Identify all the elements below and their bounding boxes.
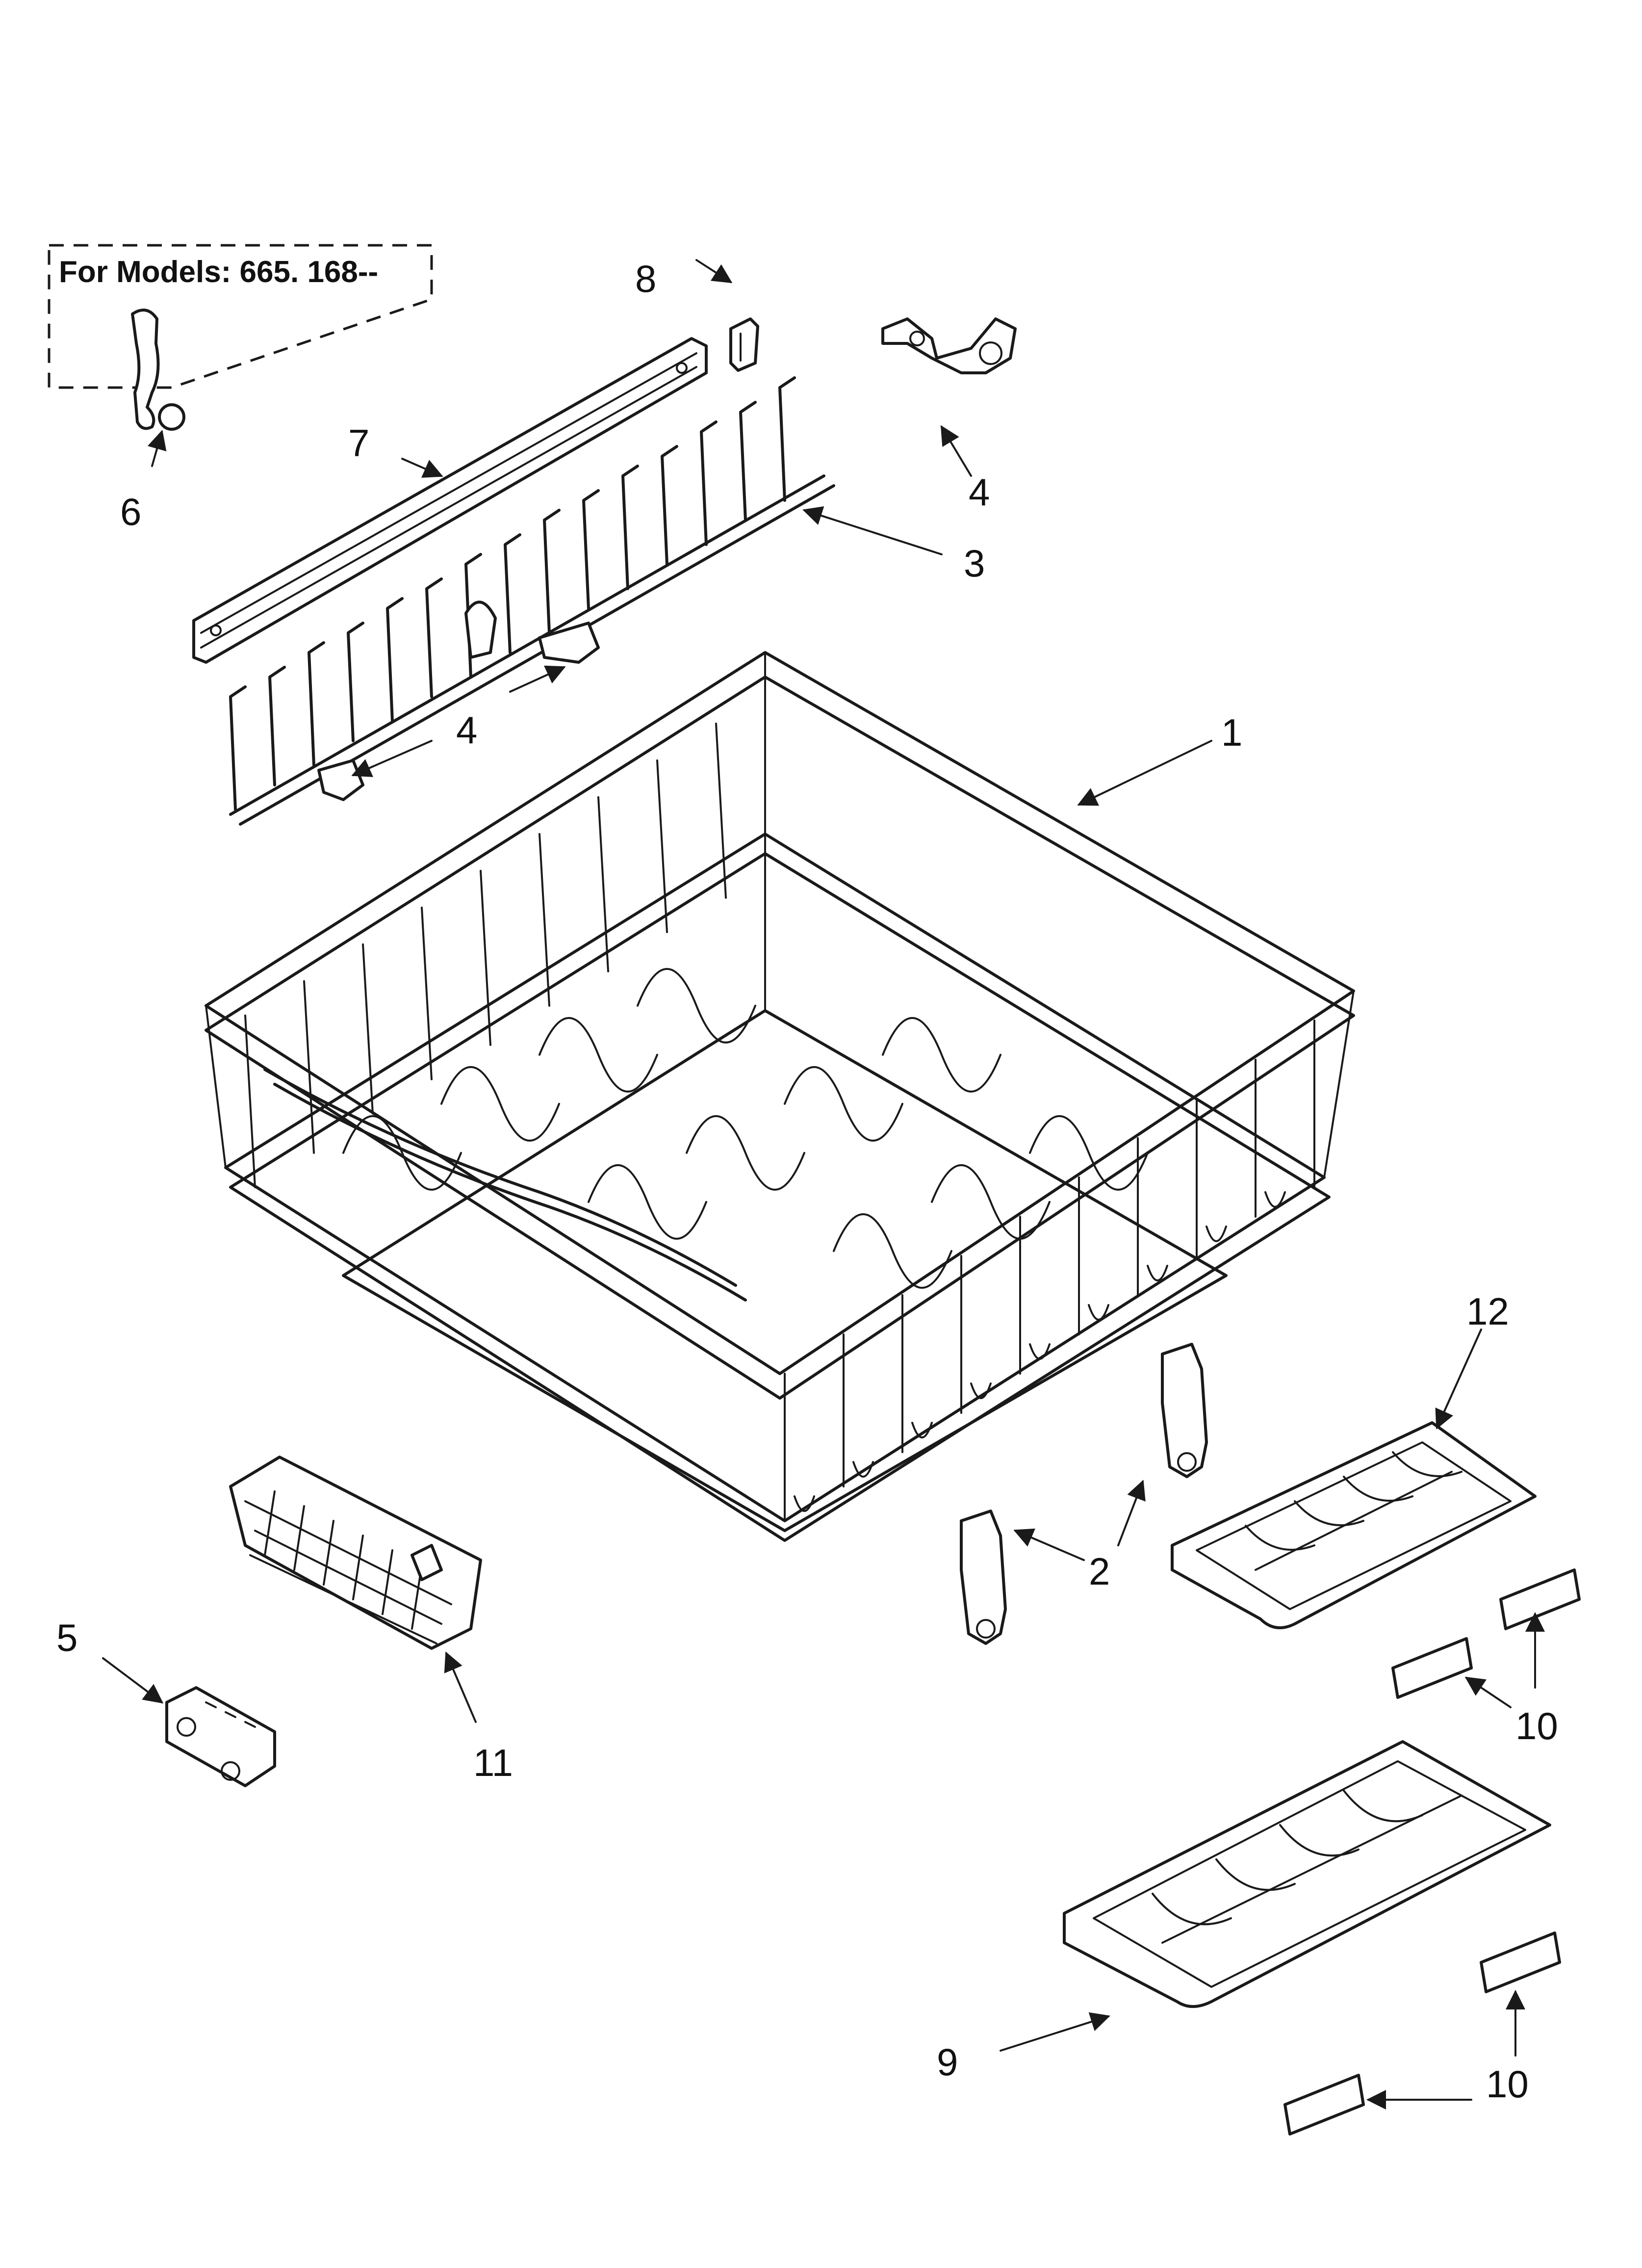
callout-9: 9 [937, 2040, 958, 2084]
callout-12: 12 [1466, 1290, 1509, 1333]
tray-9-ribs [1152, 1790, 1462, 1944]
callout-6: 6 [120, 490, 141, 533]
clips-part-10 [1283, 1568, 1581, 2136]
callout-10-lower: 10 [1486, 2062, 1529, 2106]
callout-4-top: 4 [969, 470, 990, 514]
tine-row-part [229, 376, 835, 826]
tray-12-ribs [1245, 1451, 1462, 1571]
tray-part-9 [1063, 1740, 1551, 2008]
tines [229, 376, 796, 811]
leader-arrows [102, 259, 1545, 2110]
callout-7: 7 [348, 421, 369, 465]
clip-part-5 [165, 1686, 276, 1787]
inset-latch-part [131, 309, 185, 431]
rack-front-verticals [244, 723, 1315, 1522]
callout-2: 2 [1089, 1550, 1110, 1593]
basket-grid [249, 1490, 442, 1644]
adjuster-part-2 [960, 1343, 1208, 1645]
rack-inner-tines [342, 968, 1149, 1289]
models-note-label: For Models: 665. 168-- [59, 255, 378, 289]
callout-3: 3 [964, 542, 985, 585]
basket-part-11 [229, 1456, 482, 1650]
bracket-part-4 [881, 317, 1017, 374]
upper-rack-part [205, 651, 1355, 1542]
callout-11: 11 [473, 1741, 513, 1784]
tray-part-12 [1171, 1421, 1537, 1629]
callout-1: 1 [1221, 711, 1242, 754]
clip-part-8 [729, 317, 759, 372]
callout-8: 8 [635, 257, 656, 300]
callout-10-upper: 10 [1515, 1704, 1558, 1747]
callout-5: 5 [56, 1616, 77, 1659]
models-inset-box: For Models: 665. 168-- [48, 244, 433, 431]
rack-bottom-loops [794, 1191, 1286, 1512]
rail-part [192, 337, 708, 664]
callout-4-mid: 4 [456, 708, 477, 752]
